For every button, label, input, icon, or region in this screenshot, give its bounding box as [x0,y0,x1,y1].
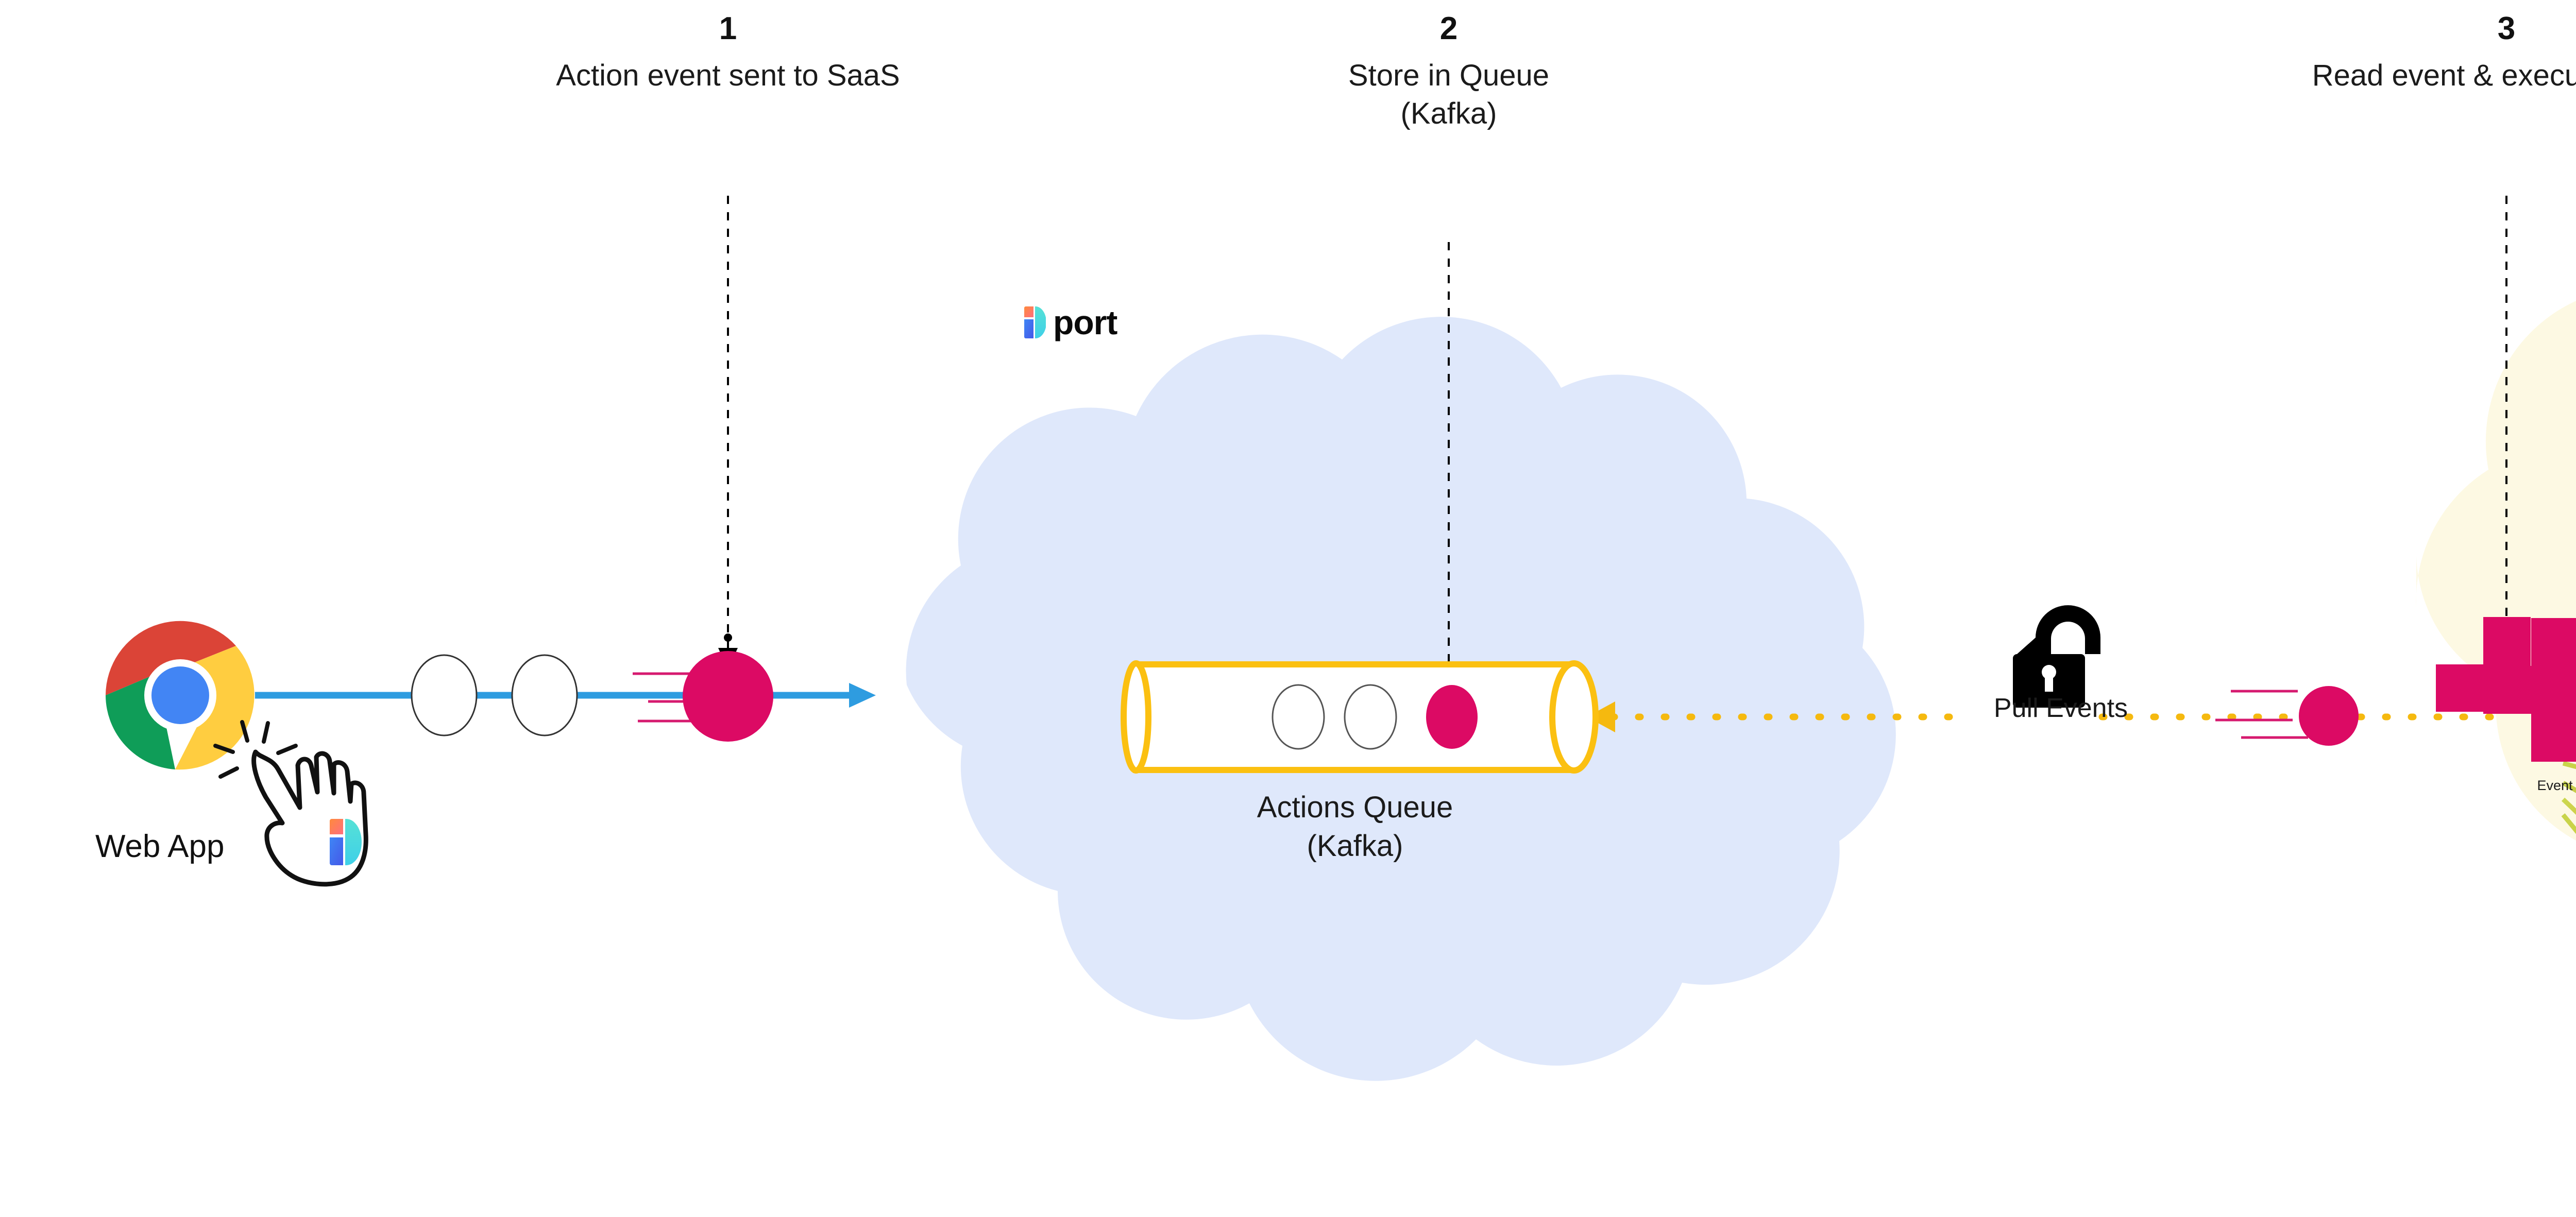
port-brand-logo: port [1024,303,1117,342]
step-number-3: 3 [2497,11,2516,46]
step-number-2: 2 [1439,11,1458,46]
step-label-2-line2: (Kafka) [1400,97,1497,131]
step1-connector [718,196,738,670]
queue-slot-empty [1344,684,1397,750]
step-label-1: Action event sent to SaaS [556,59,900,92]
step-label-3: Read event & execute runner [2312,59,2576,92]
event-token-client [683,651,773,742]
chrome-icon [106,621,255,770]
click-hand-cursor-icon [213,720,298,779]
queue-slot-filled [1426,685,1478,749]
actions-queue-cylinder [1121,660,1599,774]
event-token-runner-group [2215,686,2359,746]
port-wordmark: port [1053,303,1117,341]
step-label-2: Store in Queue (Kafka) [1165,57,1732,133]
web-app-label: Web App [95,829,225,864]
webapp-to-saas-arrow [247,651,876,742]
actions-queue-label-line1: Actions Queue [1257,791,1453,824]
event-handler-cross-icon [2436,617,2576,762]
step-label-2-line1: Store in Queue [1348,59,1550,92]
port-logo-icon [1024,306,1046,338]
step-number-1: 1 [719,11,737,46]
lock-icon [2013,605,2100,708]
port-logo-icon [330,819,362,865]
actions-queue-label: Actions Queue (Kafka) [1097,788,1613,866]
actions-queue-label-line2: (Kafka) [1307,829,1403,863]
event-handler-label: Event Handler [2537,778,2576,793]
queue-slot-empty [1272,684,1325,750]
event-token-runner [2299,686,2359,746]
pull-events-label: Pull Events [1993,693,2128,723]
